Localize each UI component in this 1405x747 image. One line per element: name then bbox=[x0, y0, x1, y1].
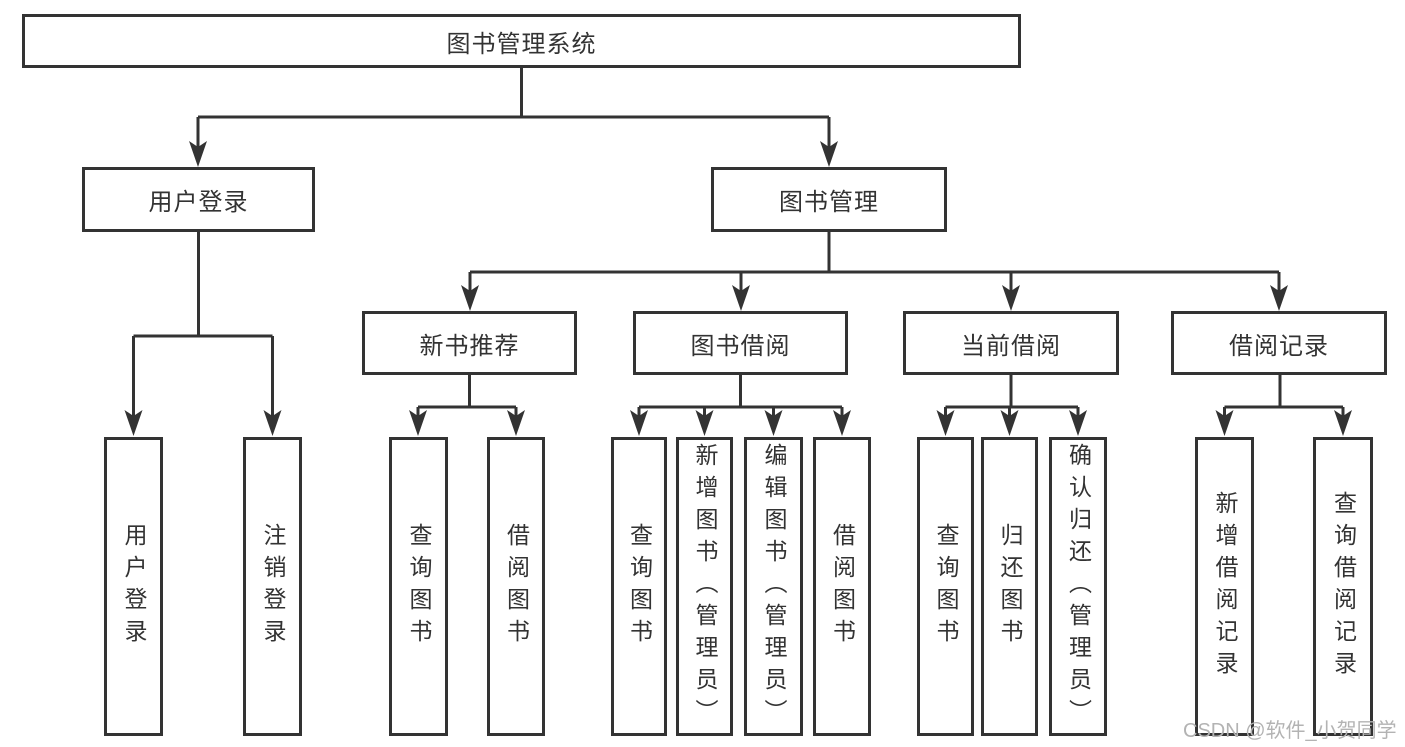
node-current-borrow-label: 当前借阅 bbox=[961, 332, 1061, 360]
node-user-login-label: 用户登录 bbox=[148, 189, 249, 216]
csdn-watermark: CSDN @软件_小贺同学 bbox=[1183, 720, 1397, 742]
node-borrow-record-label: 借阅记录 bbox=[1229, 332, 1329, 360]
leaf-user-login-label: 用户登录 bbox=[121, 522, 147, 651]
node-book-management: 图书管理 bbox=[711, 167, 947, 232]
leaf-confirm-return-label: 确认归还（管理员） bbox=[1065, 442, 1092, 731]
node-new-book-recommend-label: 新书推荐 bbox=[419, 332, 520, 360]
leaf-add-borrow-record: 新增借阅记录 bbox=[1195, 437, 1254, 736]
leaf-borrow-book-a: 借阅图书 bbox=[487, 437, 545, 736]
leaf-query-book-c-label: 查询图书 bbox=[933, 522, 959, 651]
arrowheads bbox=[124, 141, 1352, 436]
leaf-return-book-label: 归还图书 bbox=[997, 522, 1023, 651]
leaf-query-book-c: 查询图书 bbox=[917, 437, 974, 736]
leaf-return-book: 归还图书 bbox=[981, 437, 1038, 736]
leaf-query-book-a: 查询图书 bbox=[389, 437, 448, 736]
node-borrow-record: 借阅记录 bbox=[1171, 311, 1387, 375]
node-book-borrow-label: 图书借阅 bbox=[690, 332, 791, 360]
leaf-borrow-book-a-label: 借阅图书 bbox=[503, 522, 530, 651]
leaf-logout: 注销登录 bbox=[243, 437, 302, 736]
leaf-add-borrow-record-label: 新增借阅记录 bbox=[1212, 490, 1238, 683]
leaf-query-borrow-record: 查询借阅记录 bbox=[1313, 437, 1373, 736]
leaf-edit-book-label: 编辑图书（管理员） bbox=[761, 442, 787, 731]
leaf-add-book: 新增图书（管理员） bbox=[676, 437, 733, 736]
node-root: 图书管理系统 bbox=[22, 14, 1021, 68]
node-book-management-label: 图书管理 bbox=[779, 189, 879, 216]
leaf-confirm-return: 确认归还（管理员） bbox=[1049, 437, 1107, 736]
node-current-borrow: 当前借阅 bbox=[903, 311, 1119, 375]
leaf-query-book-b-label: 查询图书 bbox=[626, 522, 653, 651]
leaf-user-login: 用户登录 bbox=[104, 437, 163, 736]
node-user-login: 用户登录 bbox=[82, 167, 315, 232]
leaf-query-book-a-label: 查询图书 bbox=[406, 522, 432, 651]
leaf-logout-label: 注销登录 bbox=[260, 522, 286, 651]
leaf-borrow-book-b-label: 借阅图书 bbox=[829, 522, 856, 651]
leaf-add-book-label: 新增图书（管理员） bbox=[692, 442, 718, 731]
leaf-query-borrow-record-label: 查询借阅记录 bbox=[1330, 490, 1357, 683]
leaf-query-book-b: 查询图书 bbox=[611, 437, 667, 736]
node-new-book-recommend: 新书推荐 bbox=[362, 311, 577, 375]
leaf-edit-book: 编辑图书（管理员） bbox=[744, 437, 803, 736]
node-book-borrow: 图书借阅 bbox=[633, 311, 848, 375]
node-root-label: 图书管理系统 bbox=[446, 30, 597, 58]
leaf-borrow-book-b: 借阅图书 bbox=[813, 437, 871, 736]
